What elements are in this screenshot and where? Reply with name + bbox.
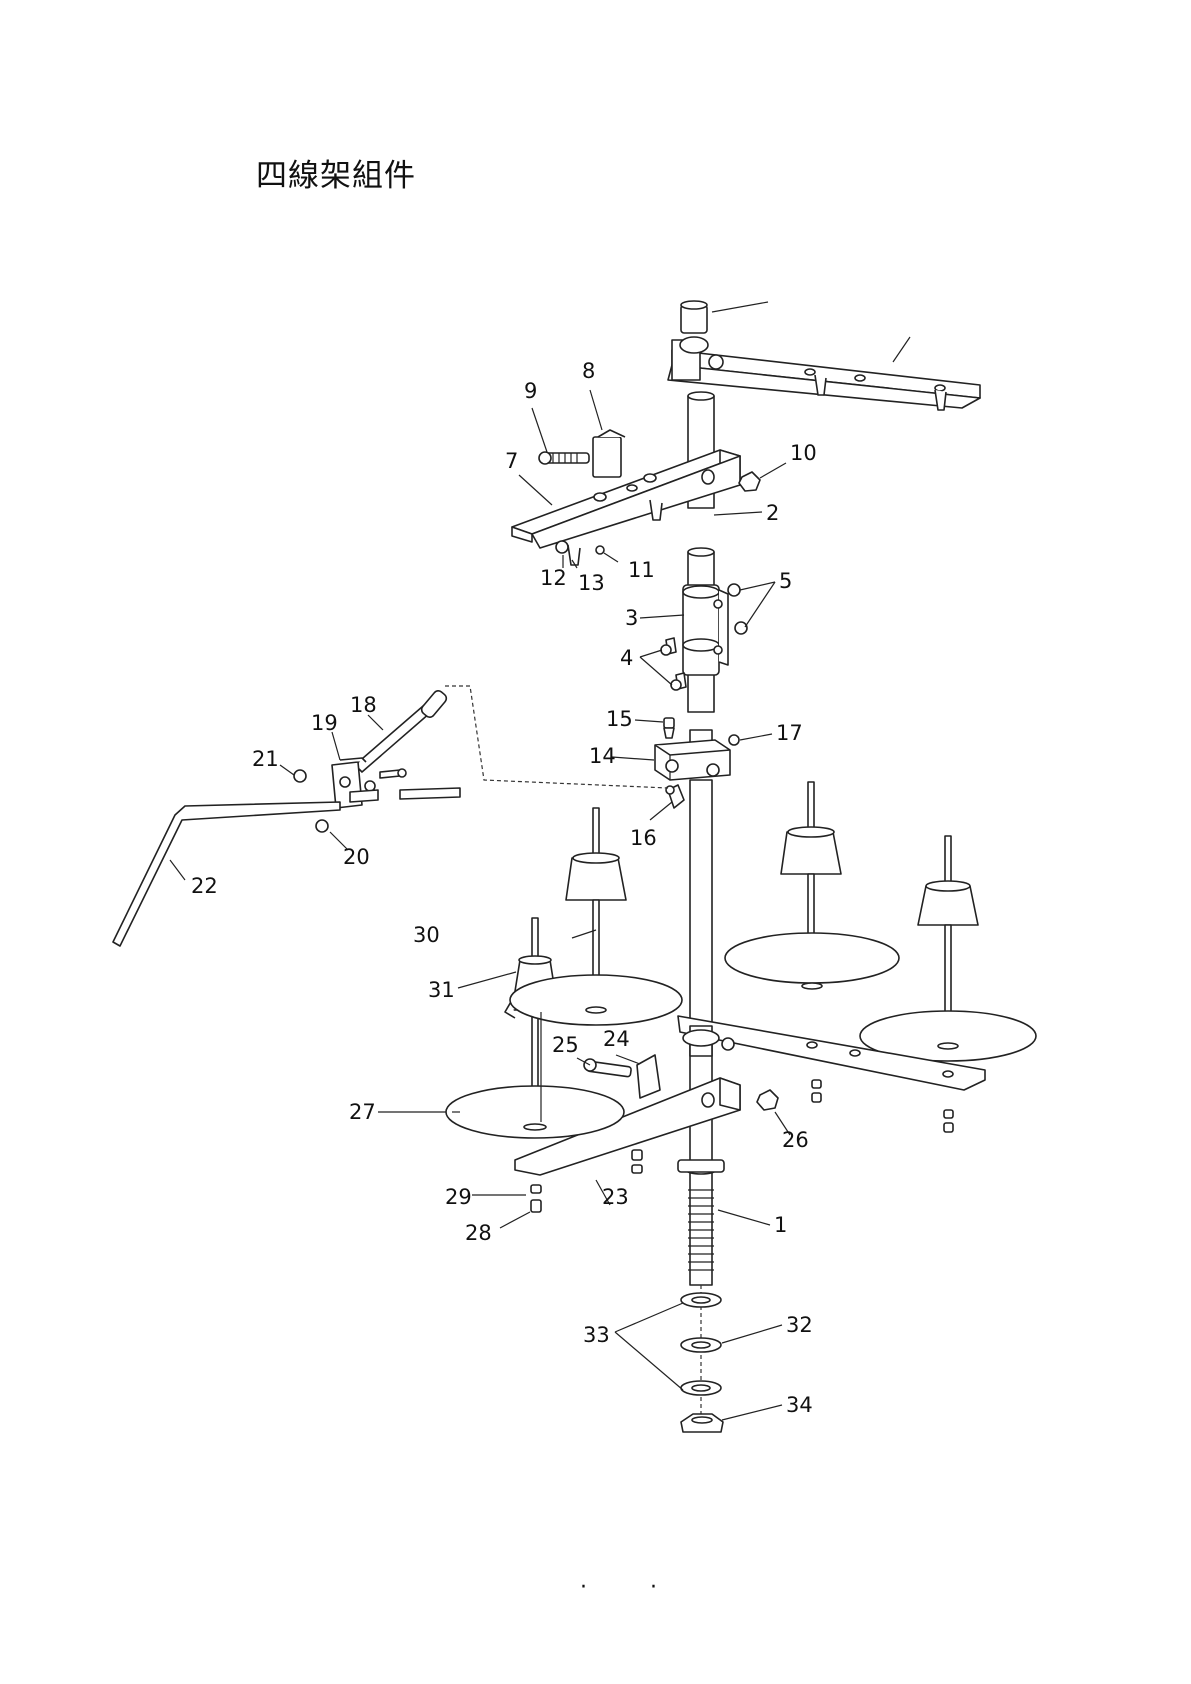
label-30: 30: [413, 923, 440, 947]
callout-labels: 1 2 3 4 5 7 8 9 10 11 12 13 14 15 16 17 …: [191, 359, 817, 1417]
label-17: 17: [776, 721, 803, 745]
label-7: 7: [505, 449, 518, 473]
label-19: 19: [311, 711, 338, 735]
label-34: 34: [786, 1393, 813, 1417]
label-16: 16: [630, 826, 657, 850]
label-22: 22: [191, 874, 218, 898]
label-27: 27: [349, 1100, 376, 1124]
label-18: 18: [350, 693, 377, 717]
label-23: 23: [602, 1185, 629, 1209]
label-32: 32: [786, 1313, 813, 1337]
bottom-fasteners: [615, 1285, 782, 1432]
label-33: 33: [583, 1323, 610, 1347]
label-20: 20: [343, 845, 370, 869]
label-8: 8: [582, 359, 595, 383]
top-thread-arm: [668, 301, 980, 410]
label-29: 29: [445, 1185, 472, 1209]
label-11: 11: [628, 558, 655, 582]
label-9: 9: [524, 379, 537, 403]
label-3: 3: [625, 606, 638, 630]
label-26: 26: [782, 1128, 809, 1152]
label-14: 14: [589, 744, 616, 768]
label-21: 21: [252, 747, 279, 771]
label-2: 2: [766, 501, 779, 525]
label-4: 4: [620, 646, 633, 670]
label-28: 28: [465, 1221, 492, 1245]
label-10: 10: [790, 441, 817, 465]
label-25: 25: [552, 1033, 579, 1057]
label-24: 24: [603, 1027, 630, 1051]
upper-arm-assembly: [512, 390, 786, 568]
label-12: 12: [540, 566, 567, 590]
label-15: 15: [606, 707, 633, 731]
collar-assembly: [640, 548, 775, 712]
label-13: 13: [578, 571, 605, 595]
label-31: 31: [428, 978, 455, 1002]
page-footer: · ·: [580, 1575, 685, 1600]
label-5: 5: [779, 569, 792, 593]
thread-guide-assembly: [113, 686, 668, 946]
label-1: 1: [774, 1213, 787, 1237]
